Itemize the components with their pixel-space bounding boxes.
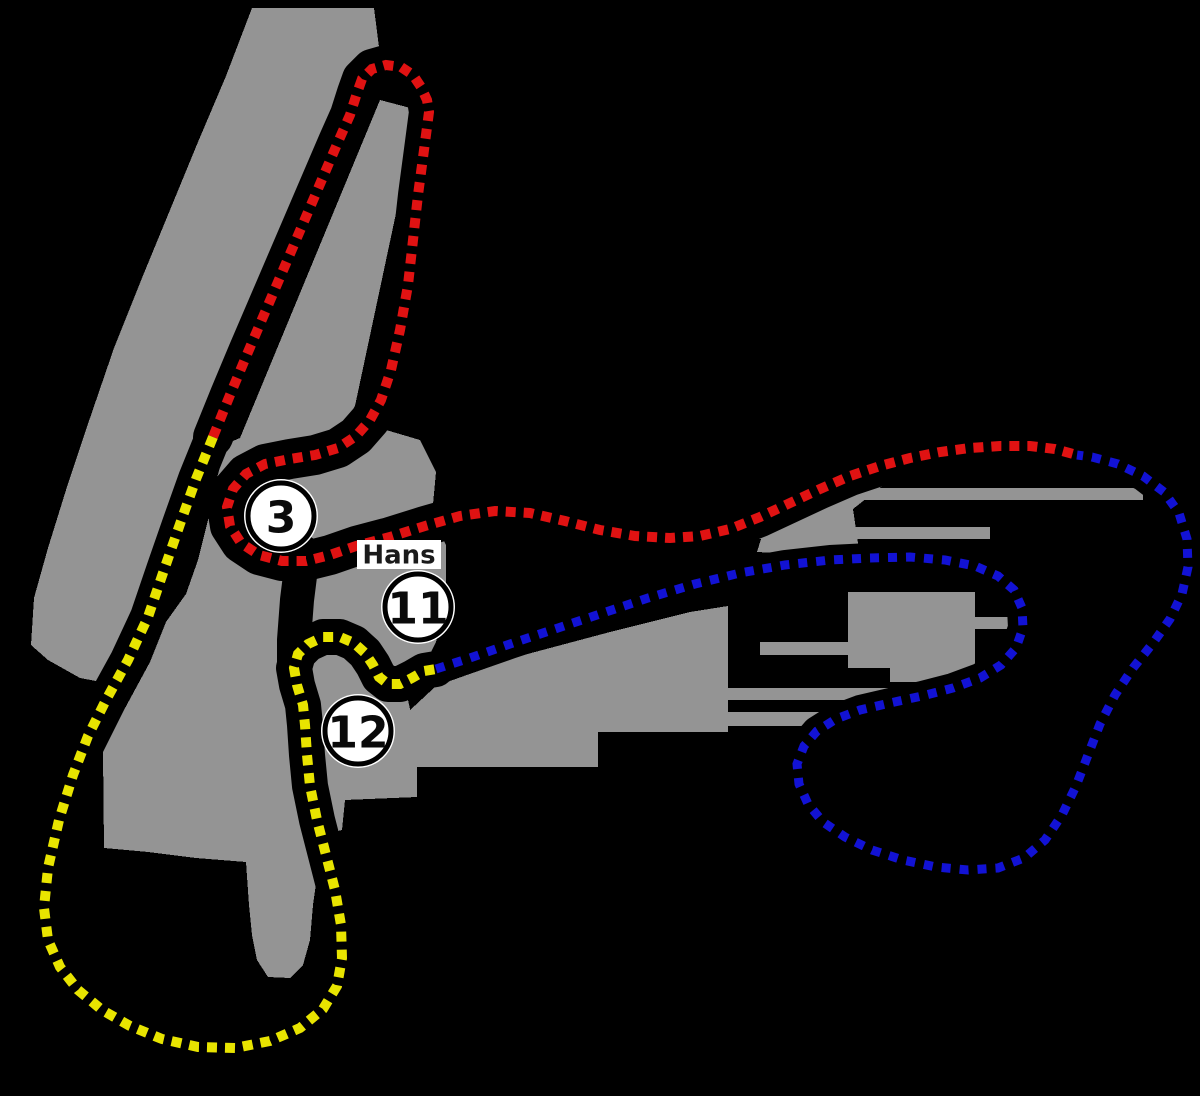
route-red-course-dots bbox=[208, 59, 1079, 566]
corner-marker-number: 12 bbox=[327, 708, 388, 759]
surface-east-bar-3 bbox=[700, 712, 823, 726]
corner-marker-number: 11 bbox=[387, 584, 448, 635]
surface-paddock-bar bbox=[968, 617, 1017, 629]
corner-marker-11: 11 bbox=[381, 570, 455, 644]
surface-east-bar-top bbox=[820, 488, 1143, 500]
surface-paddock-block bbox=[848, 592, 983, 682]
corner-name-text: Hans bbox=[362, 541, 435, 571]
markers-layer: 3 11 12 bbox=[244, 479, 455, 768]
corner-marker-number: 3 bbox=[266, 493, 297, 544]
corner-marker-3: 3 bbox=[244, 479, 318, 553]
surface-runway-west bbox=[31, 8, 380, 684]
surface-east-band bbox=[408, 606, 728, 767]
route-blue-course-dots bbox=[434, 450, 1193, 875]
corner-marker-circle bbox=[382, 571, 454, 643]
corner-name-label: Hans bbox=[357, 540, 441, 571]
corner-marker-12: 12 bbox=[321, 694, 395, 768]
routes-layer bbox=[38, 59, 1193, 1054]
corner-name-box bbox=[357, 540, 441, 569]
corner-marker-circle bbox=[322, 695, 394, 767]
route-yellow-course-dots bbox=[38, 435, 437, 1054]
corner-marker-circle bbox=[245, 480, 317, 552]
surface-east-bar-1 bbox=[760, 642, 848, 655]
